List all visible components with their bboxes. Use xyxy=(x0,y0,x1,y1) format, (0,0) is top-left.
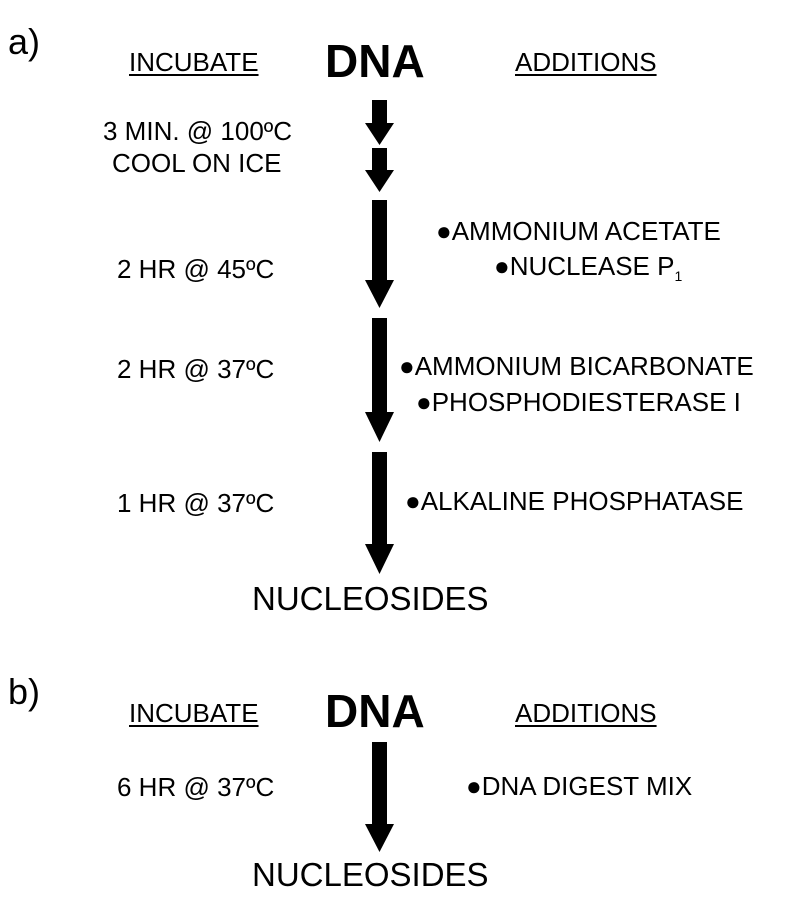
step-a-3-addition-2: ●PHOSPHODIESTERASE I xyxy=(416,387,741,417)
arrow-a-2 xyxy=(365,148,394,192)
bullet-icon: ● xyxy=(466,771,482,801)
bullet-icon: ● xyxy=(405,486,421,516)
arrow-a-5 xyxy=(365,452,394,574)
bullet-icon: ● xyxy=(399,351,415,381)
panel-b-incubate-header: INCUBATE xyxy=(129,698,259,728)
step-a-4-condition: 1 HR @ 37ºC xyxy=(117,488,275,518)
step-a-2-addition-1: ●AMMONIUM ACETATE xyxy=(436,216,721,246)
arrow-b-1 xyxy=(365,742,394,852)
arrow-a-1 xyxy=(365,100,394,145)
step-a-2-condition: 2 HR @ 45ºC xyxy=(117,254,275,284)
step-b-1-addition-1: ●DNA DIGEST MIX xyxy=(466,771,693,801)
step-a-4-addition-1: ●ALKALINE PHOSPHATASE xyxy=(405,486,744,516)
panel-b-product: NUCLEOSIDES xyxy=(252,856,489,893)
step-b-1-condition: 6 HR @ 37ºC xyxy=(117,772,275,802)
arrow-a-3 xyxy=(365,200,394,308)
bullet-icon: ● xyxy=(436,216,452,246)
panel-a-label: a) xyxy=(8,21,41,62)
step-a-1-condition-1: 3 MIN. @ 100ºC xyxy=(103,116,293,146)
step-a-1-condition-2: COOL ON ICE xyxy=(112,148,282,178)
step-a-3-addition-1: ●AMMONIUM BICARBONATE xyxy=(399,351,754,381)
bullet-icon: ● xyxy=(416,387,432,417)
step-a-2-addition-2: ●NUCLEASE P1 xyxy=(494,251,683,284)
panel-a-product: NUCLEOSIDES xyxy=(252,580,489,617)
panel-a-additions-header: ADDITIONS xyxy=(515,47,657,77)
panel-b-label: b) xyxy=(8,671,41,712)
panel-b-dna-title: DNA xyxy=(325,685,425,737)
panel-a-incubate-header: INCUBATE xyxy=(129,47,259,77)
arrow-a-4 xyxy=(365,318,394,442)
bullet-icon: ● xyxy=(494,251,510,281)
nuclease-subscript: 1 xyxy=(674,268,683,284)
panel-a-dna-title: DNA xyxy=(325,35,425,87)
step-a-3-condition: 2 HR @ 37ºC xyxy=(117,354,275,384)
panel-b-additions-header: ADDITIONS xyxy=(515,698,657,728)
